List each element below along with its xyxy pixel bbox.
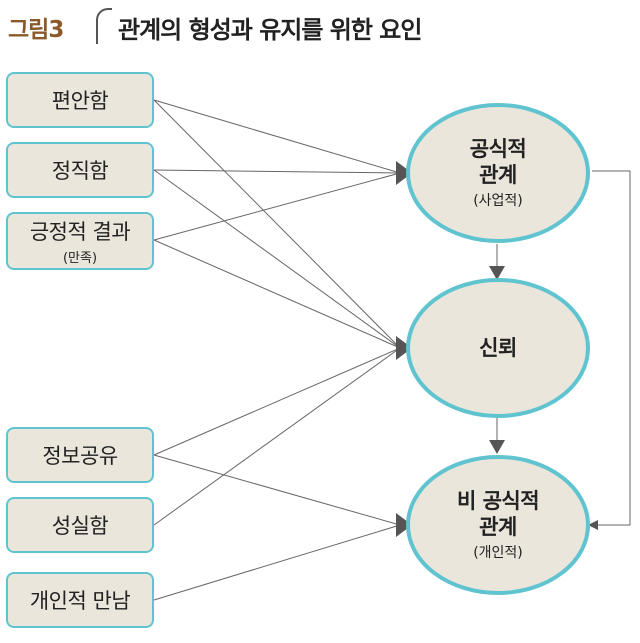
line-positive-trust bbox=[153, 239, 401, 349]
figure-title: 관계의 형성과 유지를 위한 요인 bbox=[118, 16, 422, 44]
factor-box-comfort: 편안함 bbox=[6, 72, 154, 128]
outcome-informal-label: 비 공식적 관계 (개인적) bbox=[403, 475, 593, 575]
figure-header: 그림3 관계의 형성과 유지를 위한 요인 bbox=[0, 0, 640, 58]
arrowhead-informal bbox=[396, 513, 412, 537]
arrowheads bbox=[396, 161, 412, 537]
factor-box-sincerity: 성실함 bbox=[6, 497, 154, 553]
factor-label: 정보공유 bbox=[42, 444, 118, 468]
line-positive-formal bbox=[153, 172, 401, 241]
factor-label: 성실함 bbox=[51, 514, 109, 538]
arrowhead-formal bbox=[396, 161, 412, 185]
arrowhead-formal-trust bbox=[489, 266, 505, 280]
factor-box-honesty: 정직함 bbox=[6, 142, 154, 198]
outcome-line3: (개인적) bbox=[473, 545, 523, 561]
outcome-line2: 관계 bbox=[479, 163, 517, 187]
line-formal-informal-feedback bbox=[592, 170, 631, 526]
outcome-line2: 관계 bbox=[479, 515, 517, 539]
factor-label: 편안함 bbox=[51, 89, 109, 113]
line-info-trust bbox=[153, 347, 401, 456]
line-comfort-trust bbox=[153, 99, 401, 349]
line-info-informal bbox=[153, 454, 401, 526]
title-bracket bbox=[96, 8, 112, 44]
arrowhead-trust-informal bbox=[489, 440, 505, 454]
vertical-arrowheads bbox=[489, 266, 505, 454]
line-honesty-formal bbox=[153, 169, 401, 174]
outcome-line3: (사업적) bbox=[473, 193, 523, 209]
factor-box-positive-result: 긍정적 결과 (만족) bbox=[6, 212, 154, 270]
line-meeting-informal bbox=[153, 524, 401, 601]
arrowhead-trust bbox=[396, 336, 412, 360]
ellipse-formal bbox=[406, 103, 590, 243]
line-honesty-trust bbox=[153, 169, 401, 349]
line-sincerity-trust bbox=[153, 347, 401, 526]
ellipse-trust bbox=[406, 278, 590, 418]
line-comfort-formal bbox=[153, 99, 401, 174]
factor-label: 정직함 bbox=[51, 159, 109, 183]
connector-lines bbox=[153, 99, 401, 601]
outcome-line1: 신뢰 bbox=[479, 336, 517, 360]
factor-sublabel: (만족) bbox=[62, 251, 98, 266]
ellipse-informal bbox=[406, 455, 590, 595]
outcome-trust-label: 신뢰 bbox=[403, 323, 593, 373]
factor-box-info-sharing: 정보공유 bbox=[6, 427, 154, 483]
figure-label: 그림3 bbox=[8, 17, 64, 43]
outcome-line1: 공식적 bbox=[469, 137, 527, 161]
arrowhead-feedback bbox=[588, 520, 598, 530]
feedback-connector bbox=[592, 170, 631, 526]
outcome-formal-label: 공식적 관계 (사업적) bbox=[403, 123, 593, 223]
outcome-line1: 비 공식적 bbox=[456, 489, 540, 513]
factor-box-personal-meeting: 개인적 만남 bbox=[6, 572, 154, 628]
factor-label: 긍정적 결과 bbox=[29, 220, 131, 244]
factor-label: 개인적 만남 bbox=[29, 589, 131, 613]
